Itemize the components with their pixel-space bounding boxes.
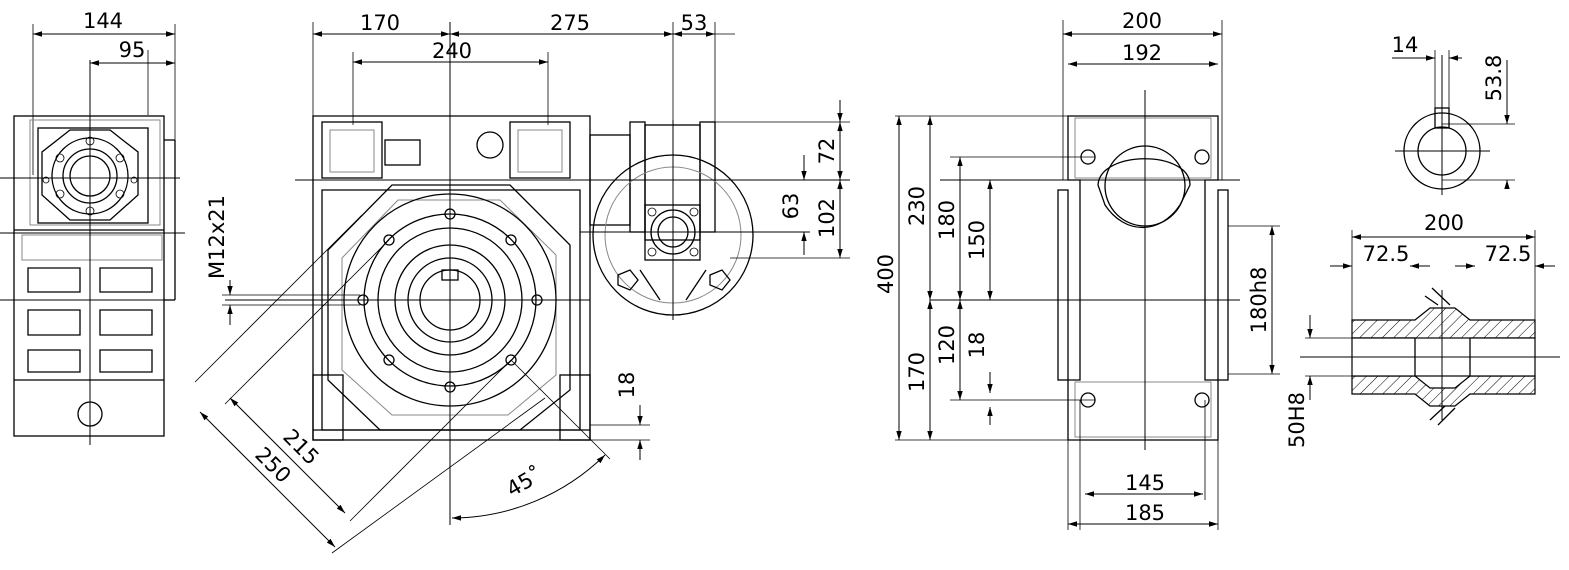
dim-200-shaft: 200: [1424, 211, 1464, 235]
dim-14: 14: [1392, 33, 1419, 57]
dim-185: 185: [1125, 501, 1165, 525]
dim-144: 144: [83, 9, 123, 33]
dim-180: 180: [935, 200, 959, 240]
fit-180h8: 180h8: [1247, 267, 1271, 334]
dim-192: 192: [1122, 41, 1162, 65]
dim-145: 145: [1125, 471, 1165, 495]
dim-53: 53: [681, 11, 708, 35]
dim-63: 63: [779, 193, 803, 220]
top-view: 200 192 400 230 180 150 170 120 18 180h8…: [874, 9, 1280, 530]
dim-120: 120: [935, 325, 959, 365]
front-view: 170 275 53 240 72 63 102 M12x21 18 215 2…: [194, 11, 850, 554]
dim-95: 95: [119, 38, 146, 62]
dim-72-5-right: 72.5: [1485, 242, 1532, 266]
dim-200-top: 200: [1122, 9, 1162, 33]
dim-150: 150: [965, 220, 989, 260]
dim-275: 275: [550, 11, 590, 35]
dim-400: 400: [874, 254, 898, 294]
dim-170-front: 170: [360, 11, 400, 35]
dim-102: 102: [815, 198, 839, 238]
thread-label: M12x21: [205, 195, 229, 279]
dim-240: 240: [432, 39, 472, 63]
dim-18-top: 18: [965, 332, 989, 359]
dim-230: 230: [905, 186, 929, 226]
fit-50h8: 50H8: [1285, 392, 1309, 448]
angle-45: 45˚: [502, 462, 546, 501]
dim-18-front: 18: [615, 372, 639, 399]
dim-53-8: 53.8: [1482, 55, 1506, 102]
left-side-view: 144 95: [0, 9, 185, 445]
dim-170-top: 170: [905, 352, 929, 392]
dim-72-5-left: 72.5: [1363, 242, 1410, 266]
shaft-detail-view: 14 53.8 200 72.5 72.5 50H8: [1285, 33, 1560, 448]
dim-72: 72: [815, 138, 839, 165]
